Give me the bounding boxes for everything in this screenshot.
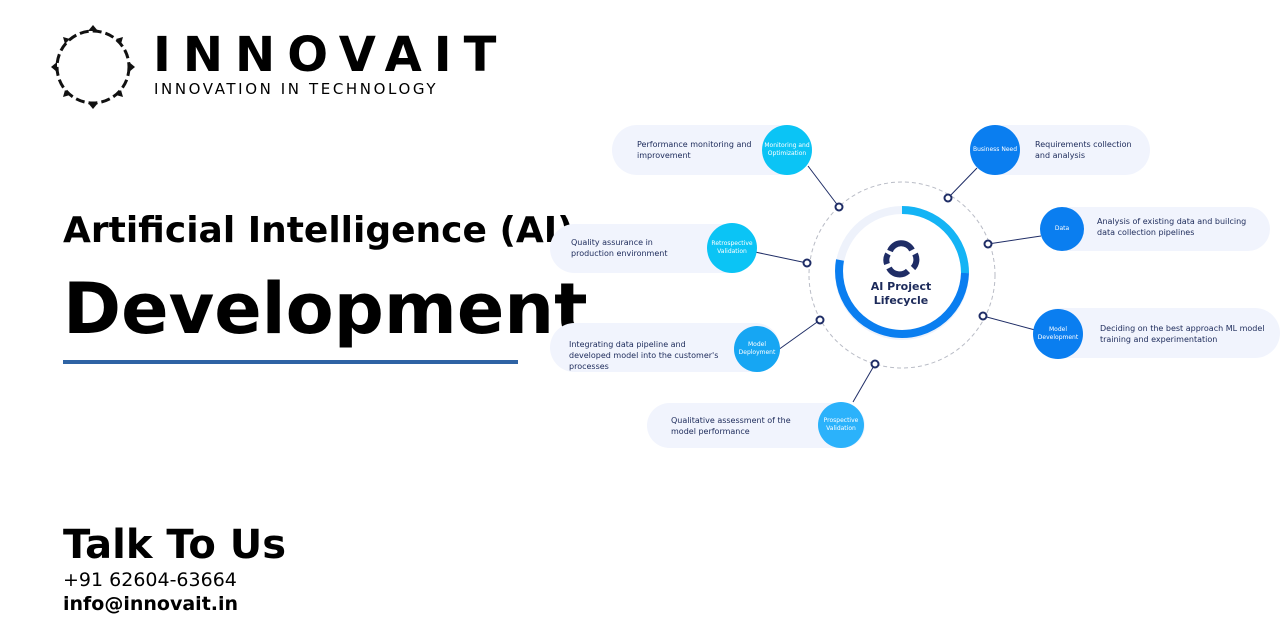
stage-description: Requirements collection and analysis bbox=[1035, 140, 1132, 160]
contact-phone[interactable]: +91 62604-63664 bbox=[63, 569, 237, 591]
stage-description: Quality assurance in production environm… bbox=[571, 238, 668, 258]
center-label: AI Project Lifecycle bbox=[870, 280, 932, 307]
contact-email[interactable]: info@innovait.in bbox=[63, 593, 239, 615]
stage-data: Data bbox=[1040, 207, 1084, 251]
stage-label: Prospective Validation bbox=[823, 417, 859, 432]
cycle-icon bbox=[883, 240, 920, 278]
divider bbox=[63, 360, 518, 364]
logo-emblem-icon bbox=[51, 25, 135, 109]
brand-tagline: INNOVATION IN TECHNOLOGY bbox=[154, 80, 439, 98]
contact-title: Talk To Us bbox=[63, 522, 287, 568]
brand-name: INNOVAIT bbox=[153, 27, 509, 83]
stage-description: Integrating data pipeline and developed … bbox=[569, 340, 719, 371]
stage-label: Model Development bbox=[1037, 326, 1079, 341]
stage-model-development: Model Development bbox=[1033, 309, 1083, 359]
stage-model-deployment: Model Deployment bbox=[734, 326, 780, 372]
stage-label: Business Need bbox=[972, 146, 1018, 153]
stage-monitoring: Monitoring and Optimization bbox=[762, 125, 812, 175]
dashed-orbit bbox=[808, 181, 996, 369]
stage-label: Retrospective Validation bbox=[711, 240, 753, 255]
progress-arc bbox=[835, 259, 969, 338]
headline-subtitle: Artificial Intelligence (AI) bbox=[63, 210, 574, 251]
stage-label: Model Deployment bbox=[738, 341, 776, 356]
stage-description: Performance monitoring and improvement bbox=[637, 140, 752, 160]
headline-title: Development bbox=[63, 268, 588, 350]
stage-description: Analysis of existing data and builcing d… bbox=[1097, 217, 1247, 237]
stage-retrospective-validation: Retrospective Validation bbox=[707, 223, 757, 273]
stage-description: Qualitative assessment of the model perf… bbox=[671, 416, 791, 436]
connector-dots bbox=[802, 193, 993, 369]
stage-label: Monitoring and Optimization bbox=[764, 142, 810, 157]
stage-business-need: Business Need bbox=[970, 125, 1020, 175]
stage-description: Deciding on the best approach ML model t… bbox=[1100, 324, 1265, 344]
stage-prospective-validation: Prospective Validation bbox=[818, 402, 864, 448]
stage-label: Data bbox=[1054, 225, 1070, 232]
progress-arc-light bbox=[901, 206, 969, 274]
